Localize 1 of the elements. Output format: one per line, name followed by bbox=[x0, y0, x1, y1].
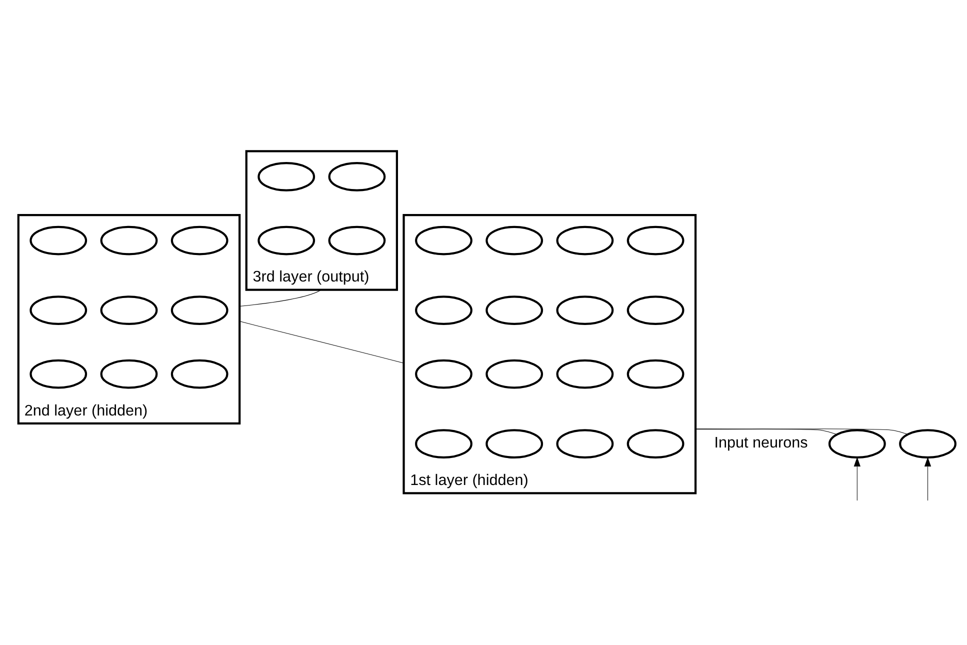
label: Input neurons bbox=[714, 434, 808, 452]
